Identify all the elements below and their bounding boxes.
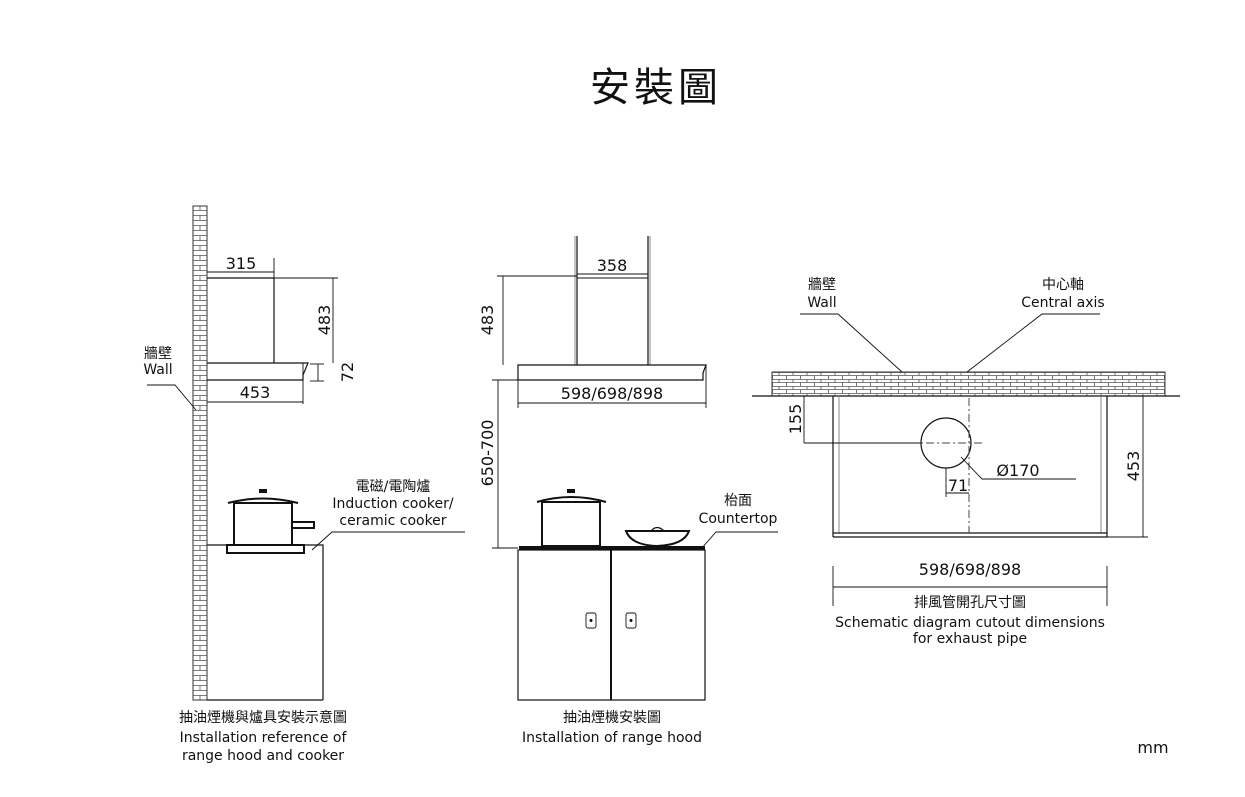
hood-outline-top xyxy=(832,396,1108,538)
countertop-callout: 枱面 Countertop xyxy=(699,493,778,550)
dimension-install-height: 650-700 xyxy=(478,379,518,549)
wall-label-en: Wall xyxy=(143,362,172,378)
dim-label-front-483: 483 xyxy=(478,305,497,336)
cooker-callout: 電磁/電陶爐 Induction cooker/ ceramic cooker xyxy=(311,479,465,551)
side-view: 315 483 72 453 牆壁 Wall xyxy=(143,205,465,764)
hood-canopy xyxy=(207,362,309,404)
cutout-wall-label-en: Wall xyxy=(807,295,836,311)
side-caption-en-1: Installation reference of xyxy=(180,730,348,746)
dim-label-483: 483 xyxy=(315,305,334,336)
dimension-front-width: 598/698/898 xyxy=(518,384,706,404)
dimension-front-483: 483 xyxy=(478,275,577,365)
pot-on-induction-cooker xyxy=(226,489,315,554)
dimension-72: 72 xyxy=(310,362,357,382)
front-cabinet xyxy=(517,549,706,701)
dimension-71: 71 xyxy=(945,468,969,497)
dim-label-315: 315 xyxy=(226,254,257,273)
cutout-caption-en-1: Schematic diagram cutout dimensions xyxy=(835,615,1105,631)
front-caption-zh: 抽油煙機安裝圖 xyxy=(563,710,661,726)
cooker-label-zh: 電磁/電陶爐 xyxy=(356,479,431,495)
unit-label: mm xyxy=(1137,738,1168,757)
dimension-cutout-width: 598/698/898 xyxy=(832,560,1108,606)
hood-canopy-front xyxy=(517,364,707,408)
dim-label-71: 71 xyxy=(948,476,968,495)
countertop xyxy=(519,546,705,550)
countertop-label-en: Countertop xyxy=(699,511,778,527)
dim-label-72: 72 xyxy=(338,362,357,382)
dimension-155: 155 xyxy=(786,396,921,444)
countertop-label-zh: 枱面 xyxy=(724,493,752,509)
dim-label-front-width: 598/698/898 xyxy=(561,384,663,403)
cutout-wall-label-zh: 牆壁 xyxy=(808,277,836,293)
dimension-453: 453 xyxy=(207,383,303,403)
cutout-wall-callout: 牆壁 Wall xyxy=(800,277,903,373)
dimension-cutout-453: 453 xyxy=(1107,395,1148,538)
axis-label-en: Central axis xyxy=(1021,295,1104,311)
cutout-caption-en-2: for exhaust pipe xyxy=(913,631,1027,647)
wall-brick xyxy=(192,205,208,701)
front-caption-en: Installation of range hood xyxy=(522,730,702,746)
dim-label-cutout-width: 598/698/898 xyxy=(919,560,1021,579)
central-axis-callout: 中心軸 Central axis xyxy=(966,277,1105,373)
exhaust-hole xyxy=(910,398,983,533)
side-caption-en-2: range hood and cooker xyxy=(182,748,344,764)
side-caption-zh: 抽油煙機與爐具安裝示意圖 xyxy=(179,709,347,726)
front-view: 358 483 598/698/898 650-700 xyxy=(478,236,778,746)
wok-front xyxy=(624,526,691,548)
dim-label-diameter: Ø170 xyxy=(996,461,1039,480)
wall-callout: 牆壁 Wall xyxy=(143,346,197,411)
dimension-358: 358 xyxy=(577,256,648,275)
dimension-483: 483 xyxy=(274,277,338,363)
dim-label-358: 358 xyxy=(597,256,628,275)
hood-chimney xyxy=(207,277,275,363)
cutout-caption-zh: 排風管開孔尺寸圖 xyxy=(914,595,1026,611)
dim-label-155: 155 xyxy=(786,404,805,435)
dim-label-install-height: 650-700 xyxy=(478,420,497,487)
cooker-label-en-1: Induction cooker/ xyxy=(332,496,454,512)
page-title: 安裝圖 xyxy=(590,65,722,111)
side-cabinet xyxy=(207,544,324,700)
cooker-label-en-2: ceramic cooker xyxy=(339,513,446,529)
dim-label-453: 453 xyxy=(240,383,271,402)
cabinet-handle-right xyxy=(625,612,637,629)
pot-front xyxy=(536,489,607,547)
wall-label-zh: 牆壁 xyxy=(144,346,172,362)
dim-label-cutout-453: 453 xyxy=(1124,451,1143,482)
dimension-315: 315 xyxy=(207,254,275,280)
cabinet-handle-left xyxy=(585,612,597,629)
wall-brick-horizontal xyxy=(771,371,1166,397)
cutout-view: 牆壁 Wall 中心軸 Central axis 155 xyxy=(752,277,1180,647)
dimension-diameter: Ø170 xyxy=(960,456,1076,480)
axis-label-zh: 中心軸 xyxy=(1042,277,1084,293)
